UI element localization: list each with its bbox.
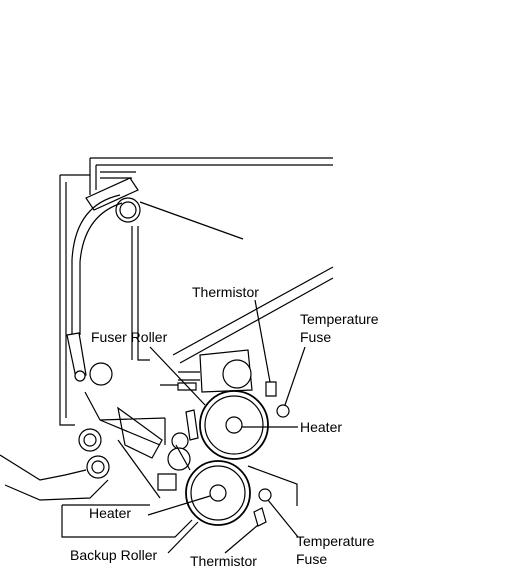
heater-top-element xyxy=(226,417,242,433)
label-thermistor-top: Thermistor xyxy=(192,284,259,300)
feed-roller-bottom xyxy=(87,456,109,478)
lower-guides xyxy=(0,408,198,500)
fuser-roller xyxy=(200,391,268,459)
label-temperature-bottom: Temperature xyxy=(296,533,375,549)
temperature-fuse-top-body xyxy=(277,405,289,417)
label-temperature-top: Temperature xyxy=(300,311,379,327)
drive-block xyxy=(160,350,252,392)
label-fuser-roller: Fuser Roller xyxy=(91,329,168,345)
thermistor-bottom-body xyxy=(254,508,266,526)
label-heater-top: Heater xyxy=(300,419,342,435)
label-fuse-top: Fuse xyxy=(300,329,331,345)
heater-bottom-element xyxy=(210,485,226,501)
label-heater-bottom: Heater xyxy=(89,505,131,521)
label-backup-roller: Backup Roller xyxy=(70,547,157,563)
paper-path xyxy=(67,195,150,420)
backup-roller xyxy=(186,461,250,525)
label-fuse-bottom: Fuse xyxy=(296,551,327,567)
label-thermistor-bottom: Thermistor xyxy=(190,553,257,568)
feed-roller-top xyxy=(79,429,101,451)
temperature-fuse-bottom-body xyxy=(259,489,271,501)
guide-roller xyxy=(90,363,112,385)
thermistor-top-body xyxy=(266,382,276,396)
